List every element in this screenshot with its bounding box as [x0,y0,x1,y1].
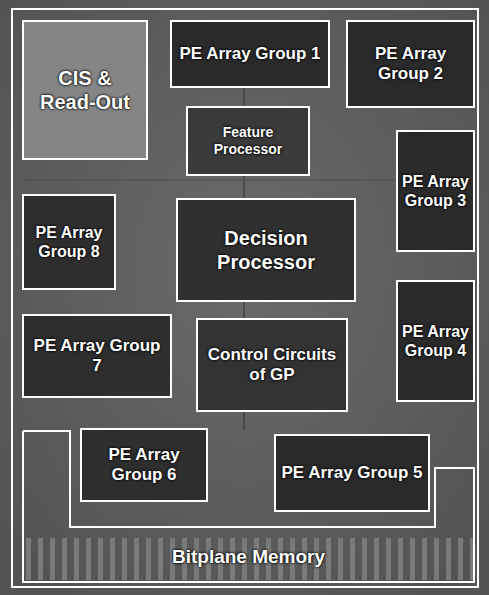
memory-column [374,538,379,580]
block-label: Control Circuits of GP [202,345,342,386]
chip-outline [12,9,478,587]
memory-column [26,538,31,580]
memory-column [398,538,403,580]
control-block: Control Circuits of GP [196,318,348,412]
memory-column [98,538,103,580]
pe-array-block: PE Array Group 7 [22,314,172,398]
pe-array-block: PE Array Group 5 [274,434,430,512]
processor-block: Feature Processor [186,106,310,176]
block-label: CIS & Read-Out [28,66,142,114]
block-label: PE Array Group 2 [352,44,469,85]
memory-column [62,538,67,580]
memory-block: Bitplane Memory [22,430,475,583]
block-label: Feature Processor [192,124,304,158]
sensor-block: CIS & Read-Out [22,20,148,160]
pe-array-block: PE Array Group 1 [170,20,330,88]
memory-column [86,538,91,580]
memory-column [134,538,139,580]
pe-array-block: PE Array Group 6 [80,428,208,502]
memory-column [446,538,451,580]
memory-column [422,538,427,580]
pe-array-block: PE Array Group 3 [396,130,475,252]
memory-column [158,538,163,580]
memory-column [50,538,55,580]
block-label: PE Array Group 8 [28,223,110,261]
processor-block: Decision Processor [176,198,356,302]
block-label: PE Array Group 1 [179,44,320,64]
pe-array-block: PE Array Group 8 [22,194,116,290]
memory-column [350,538,355,580]
pe-array-block: PE Array Group 4 [396,280,475,402]
memory-column [74,538,79,580]
memory-column [386,538,391,580]
memory-column [362,538,367,580]
memory-column [38,538,43,580]
memory-column [110,538,115,580]
block-label: Decision Processor [182,226,350,274]
block-label: PE Array Group 3 [402,172,469,210]
memory-column [410,538,415,580]
memory-column [326,538,331,580]
block-label: PE Array Group 7 [28,336,166,377]
memory-column [146,538,151,580]
block-label: Bitplane Memory [172,546,325,569]
block-label: PE Array Group 4 [402,322,469,360]
block-label: PE Array Group 5 [281,463,422,483]
memory-cells [26,538,475,580]
pe-array-block: PE Array Group 2 [346,20,475,108]
memory-column [434,538,439,580]
block-label: PE Array Group 6 [86,445,202,486]
memory-column [338,538,343,580]
memory-column [122,538,127,580]
memory-outline-path [23,431,474,582]
memory-column [458,538,463,580]
